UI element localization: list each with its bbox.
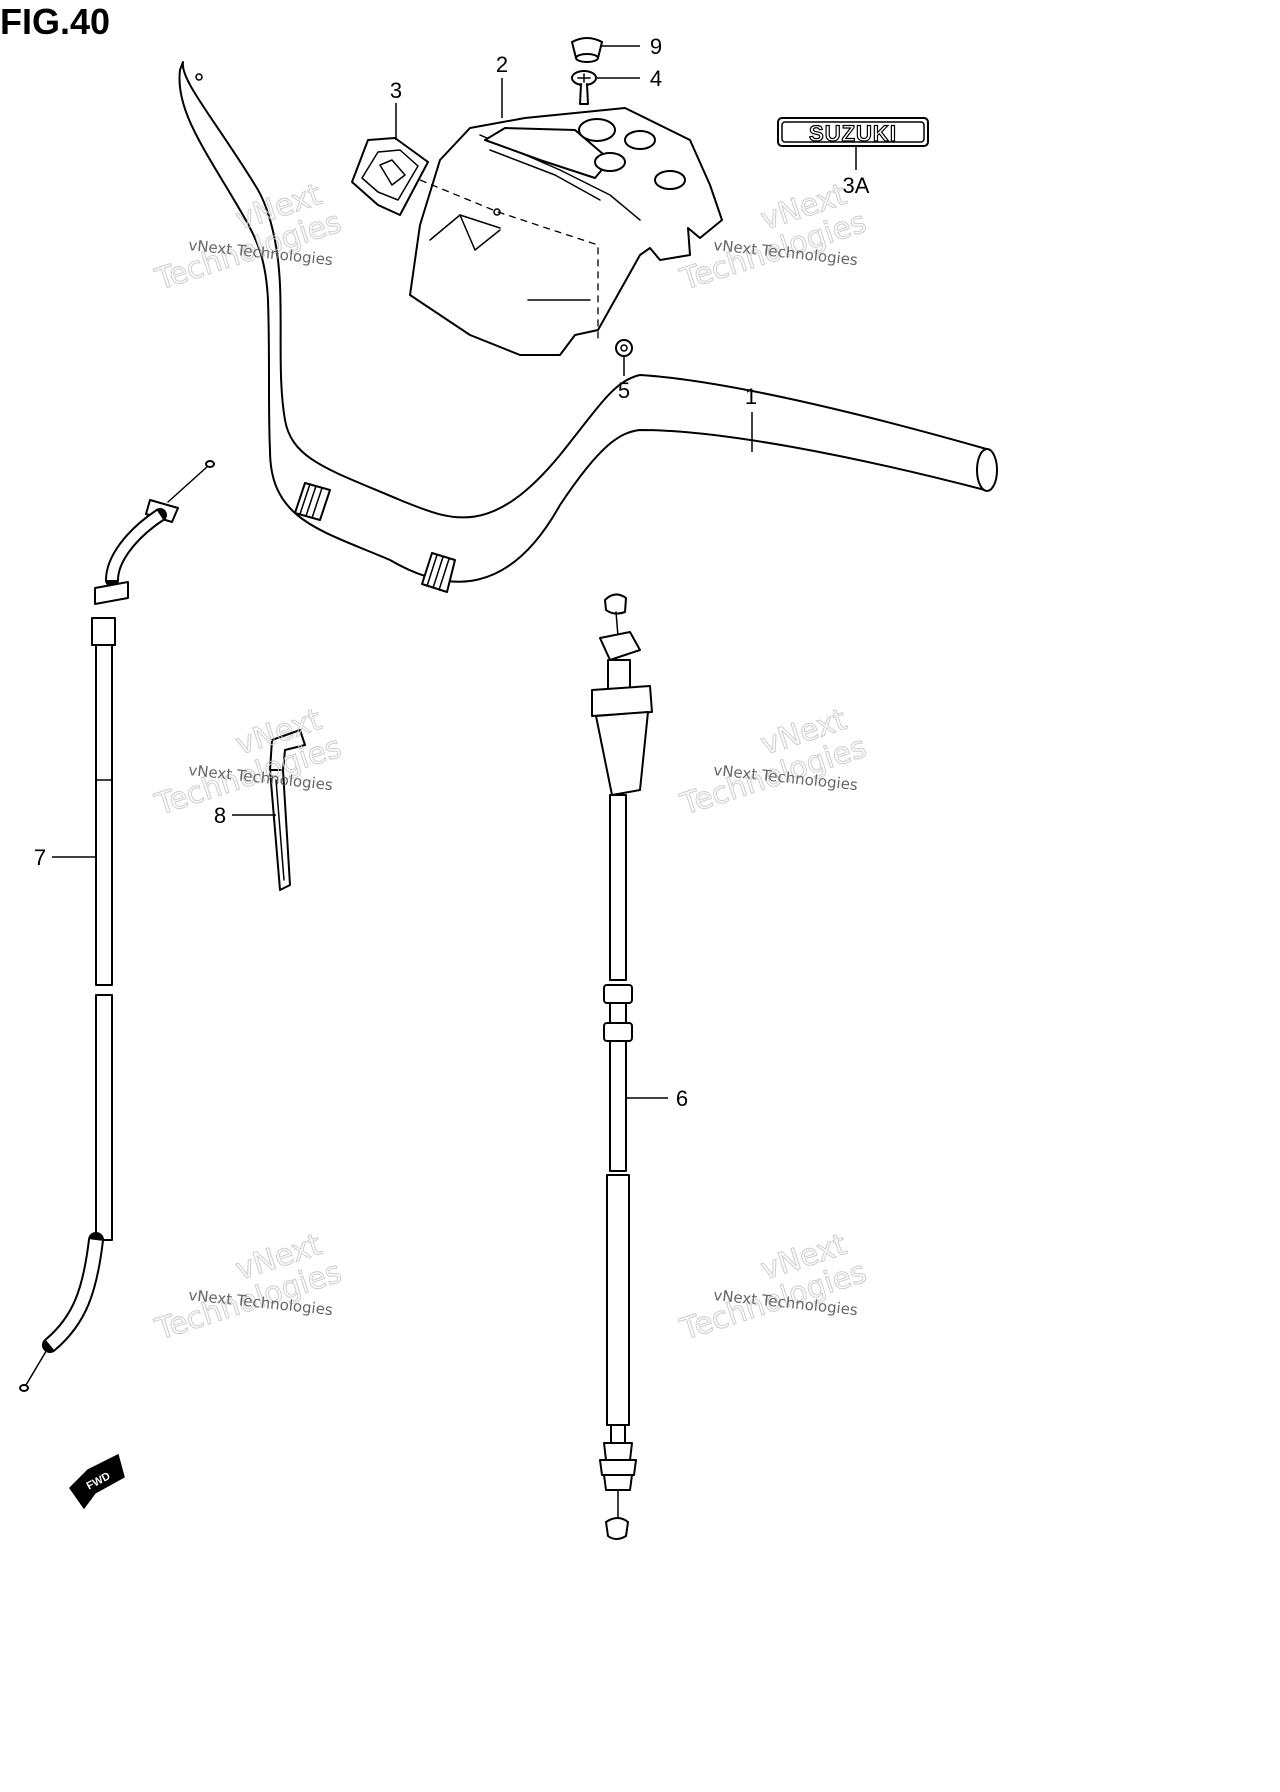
watermark-bottom-right: vNext Technologies vNext Technologies [675,1227,871,1349]
suzuki-logo-emblem: SUZUKI [777,117,929,147]
callout-7: 7 [34,845,46,870]
cover-nut [615,339,633,357]
fwd-direction-arrow: FWD [69,1453,125,1510]
watermark-middle-right: vNext Technologies vNext Technologies [675,702,871,824]
leader-lines [52,45,857,1099]
cover-screw [571,70,597,105]
callout-5: 5 [618,378,630,403]
callout-9: 9 [650,34,662,59]
cable-clamp [269,729,306,891]
callout-1: 1 [745,384,757,409]
handlebar [178,61,998,593]
handlebar-cover [409,107,723,356]
callout-8: 8 [214,803,226,828]
logo-text: SUZUKI [809,121,897,146]
callout-2: 2 [496,52,508,77]
callout-3a: 3A [843,173,870,198]
emblem-badge [351,137,429,216]
callout-4: 4 [650,66,662,91]
callout-3: 3 [390,78,402,103]
cable-left [19,460,215,1392]
callout-6: 6 [676,1086,688,1111]
watermark-bottom-left: vNext Technologies vNext Technologies [150,1227,346,1349]
plug-cap [571,37,603,63]
figure-title: FIG.40 [0,1,110,42]
watermark-middle-left: vNext Technologies vNext Technologies [150,702,346,824]
cable-center [591,593,653,1540]
